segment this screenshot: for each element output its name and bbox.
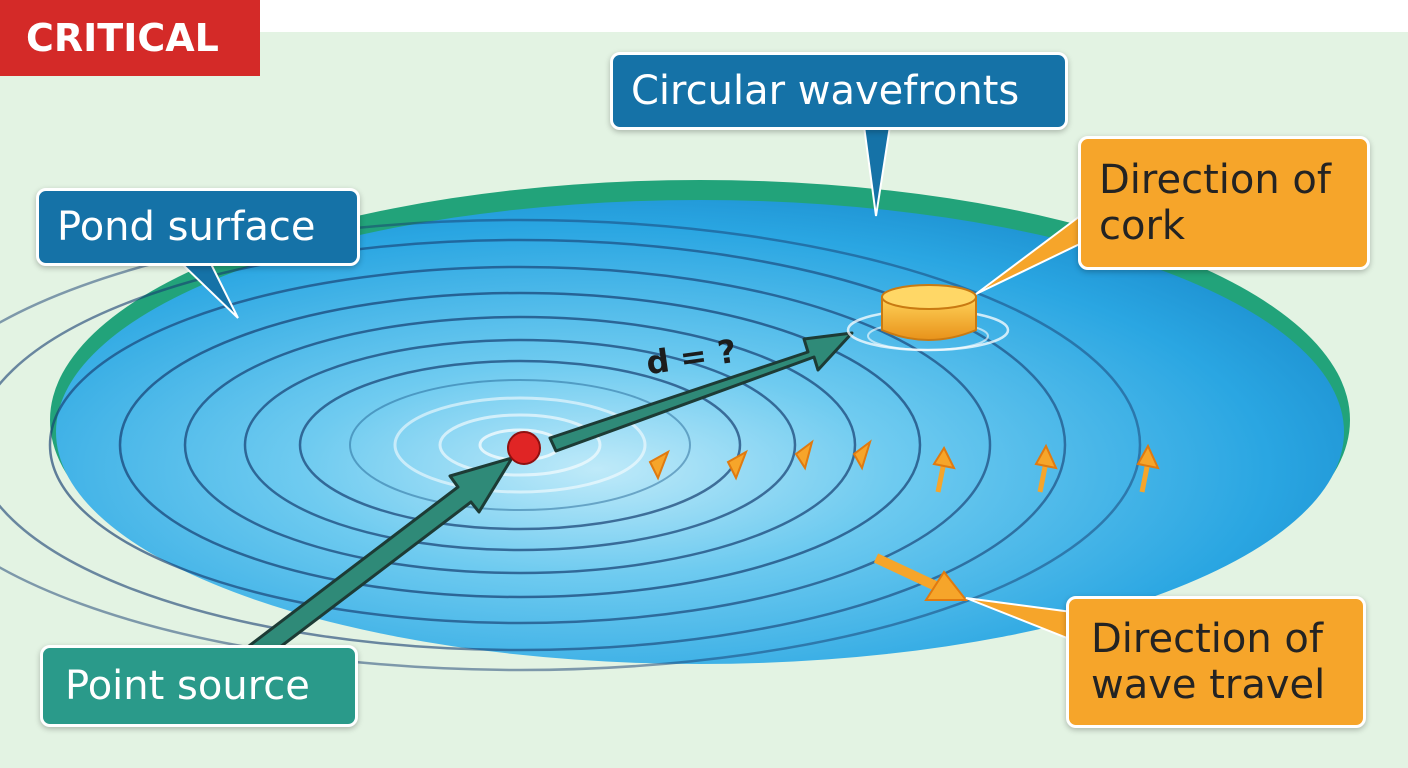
label-pond-surface: Pond surface <box>36 188 360 266</box>
critical-badge: CRITICAL <box>0 0 260 76</box>
label-pond-surface-text: Pond surface <box>57 204 316 250</box>
callout-pointers <box>177 125 1089 642</box>
wave-travel-arrow <box>873 553 969 601</box>
wavefront-rings <box>0 218 1142 672</box>
wave-motion-arrows <box>648 439 1160 493</box>
label-point-source: Point source <box>40 645 358 727</box>
label-point-source-text: Point source <box>65 663 310 709</box>
label-circular-wavefronts: Circular wavefronts <box>610 52 1068 130</box>
cork <box>846 284 1010 352</box>
label-direction-of-cork-text: Direction of cork <box>1099 157 1331 249</box>
label-circular-wavefronts-text: Circular wavefronts <box>631 68 1020 114</box>
point-source-dot <box>507 431 541 465</box>
label-direction-of-wave-travel: Direction of wave travel <box>1066 596 1366 728</box>
distance-arrow <box>548 331 854 453</box>
label-direction-of-wave-travel-text: Direction of wave travel <box>1091 616 1326 708</box>
label-direction-of-cork: Direction of cork <box>1078 136 1370 270</box>
